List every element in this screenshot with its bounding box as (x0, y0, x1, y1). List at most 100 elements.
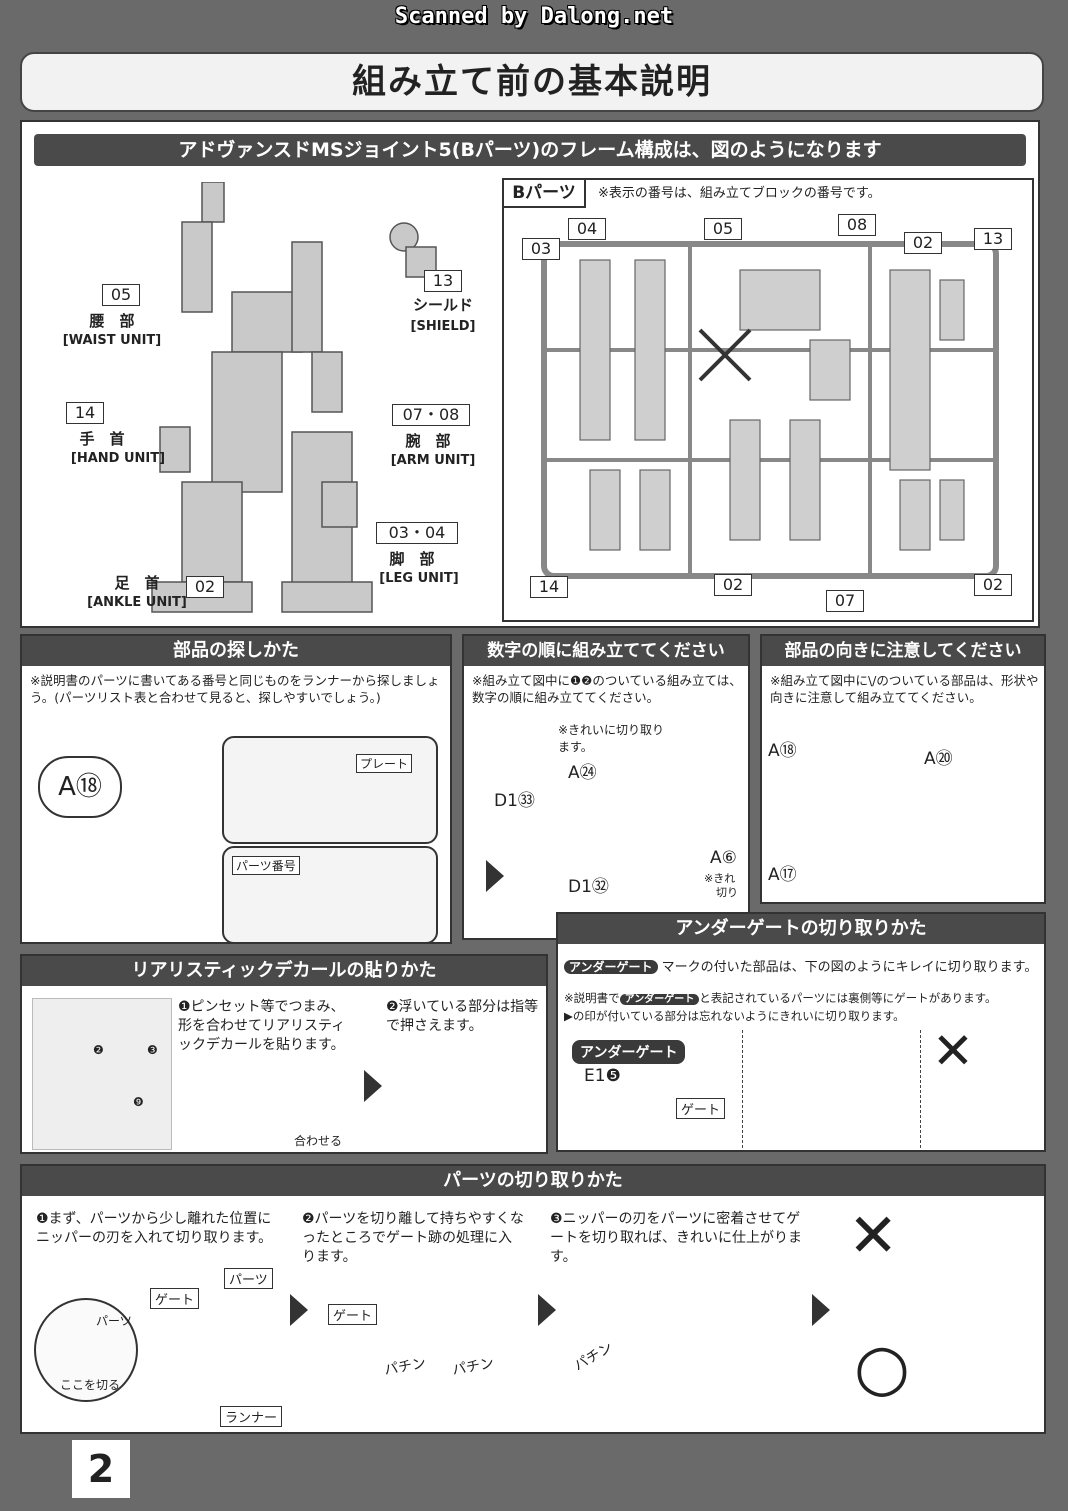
order-a24: A㉔ (568, 763, 597, 783)
undergate-line1: マークの付いた部品は、下の図のようにキレイに切り取ります。 (661, 960, 1038, 975)
arm-jp: 腕 部 (405, 432, 451, 450)
decal-step2: ❷浮いている部分は指等で押さえます。 (386, 999, 539, 1034)
undergate-line: アンダーゲート マークの付いた部品は、下の図のようにキレイに切り取ります。 (564, 956, 1042, 975)
orient-header: 部品の向きに注意してください (762, 636, 1044, 666)
undergate-x: ✕ (932, 1022, 974, 1080)
shield-jp: シールド (412, 296, 473, 314)
frame-header: アドヴァンスドMSジョイント5(Bパーツ)のフレーム構成は、図のようになります (34, 134, 1026, 166)
order-header: 数字の順に組み立ててください (464, 636, 748, 666)
runner-num-02-a: 02 (904, 232, 942, 254)
cut-snap-3: パチン (571, 1339, 616, 1375)
cut-arrow-2 (538, 1294, 556, 1326)
order-arrow (486, 860, 504, 892)
decal-num-2: ❷ (93, 1043, 104, 1057)
ankle-en: [ANKLE UNIT] (87, 595, 187, 610)
cut-parts-vertical: パーツ (96, 1314, 132, 1328)
partnum-label: パーツ番号 (232, 856, 300, 875)
cut-runner-label: ランナー (220, 1406, 283, 1427)
order-d1-32: D1㉜ (568, 877, 609, 897)
orient-a20: A⑳ (924, 749, 953, 769)
decal-align: 合わせる (294, 1134, 343, 1148)
cut-step3: ❸ニッパーの刃をパーツに密着させてゲートを切り取れば、きれいに仕上がります。 (550, 1211, 802, 1265)
find-header: 部品の探しかた (22, 636, 450, 666)
undergate-divider-1 (742, 1030, 744, 1148)
cut-step1: ❶まず、パーツから少し離れた位置にニッパーの刃を入れて切り取ります。 (36, 1211, 273, 1246)
frame-panel: アドヴァンスドMSジョイント5(Bパーツ)のフレーム構成は、図のようになります … (20, 120, 1040, 628)
undergate-note: ※説明書でアンダーゲートと表記されているパーツには裏側等にゲートがあります。 ▶… (564, 990, 1042, 1024)
page-title: 組み立て前の基本説明 (352, 62, 712, 102)
runner-sprue (541, 241, 999, 579)
runner-num-08: 08 (838, 214, 876, 236)
plate-label: プレート (356, 754, 413, 773)
order-panel: 数字の順に組み立ててください ※組み立て図中に❶❷のついている組み立ては、数字の… (462, 634, 750, 940)
shield-en: [SHIELD] (410, 319, 476, 334)
order-cut-note2: 切り (716, 886, 738, 899)
arm-en: [ARM UNIT] (390, 453, 476, 468)
cut-arrow-1 (290, 1294, 308, 1326)
cut-header: パーツの切り取りかた (22, 1166, 1044, 1196)
cut-step2: ❷パーツを切り離して持ちやすくなったところでゲート跡の処理に入ります。 (302, 1211, 524, 1265)
runner-num-05: 05 (704, 218, 742, 240)
orient-a18: A⑱ (768, 741, 797, 761)
hand-en: [HAND UNIT] (70, 451, 166, 466)
undergate-gate: ゲート (676, 1098, 726, 1119)
decal-step1: ❶ピンセット等でつまみ、形を合わせてリアリスティックデカールを貼ります。 (178, 999, 346, 1053)
runner-box: Bパーツ ※表示の番号は、組み立てブロックの番号です。 03 04 05 08 … (502, 178, 1034, 622)
hand-jp: 手 首 (79, 430, 125, 448)
title-banner: 組み立て前の基本説明 (20, 52, 1044, 112)
frame-figure (151, 182, 373, 613)
cut-ng-mark: ✕ (848, 1201, 899, 1271)
decal-panel: リアリスティックデカールの貼りかた ❷ ❸ ❾ ❶ピンセット等でつまみ、形を合わ… (20, 954, 548, 1154)
runner-num-04: 04 (568, 218, 606, 240)
ankle-jp: 足 首 (114, 574, 160, 592)
leg-num: 03・04 (376, 522, 458, 544)
order-clean-note: ※きれいに切り取ります。 (558, 723, 665, 754)
find-plate-box: プレート (222, 736, 438, 844)
order-note: ※組み立て図中に❶❷のついている組み立ては、数字の順に組み立ててください。 (472, 673, 742, 705)
runner-note: ※表示の番号は、組み立てブロックの番号です。 (598, 186, 881, 201)
runner-num-02-c: 02 (974, 574, 1012, 596)
undergate-note-a: ※説明書で (564, 991, 620, 1005)
cut-gate-label-2: ゲート (328, 1304, 378, 1325)
runner-num-03: 03 (522, 238, 560, 260)
undergate-header: アンダーゲートの切り取りかた (558, 914, 1044, 944)
find-partnum-box: パーツ番号 (222, 846, 438, 944)
cut-parts-label: パーツ (224, 1268, 273, 1289)
find-note: ※説明書のパーツに書いてある番号と同じものをランナーから探しましょう。(パーツリ… (30, 673, 440, 705)
undergate-note-c: ▶の印が付いている部分は忘れないようにきれいに切り取ります。 (564, 1009, 905, 1023)
decal-header: リアリスティックデカールの貼りかた (22, 956, 546, 986)
undergate-tag: アンダーゲート (564, 960, 658, 974)
orient-a17: A⑰ (768, 865, 797, 885)
undergate-part: E1❺ (584, 1066, 621, 1086)
decal-arrow (364, 1070, 382, 1102)
waist-en: [WAIST UNIT] (62, 333, 162, 348)
cut-panel: パーツの切り取りかた ❶まず、パーツから少し離れた位置にニッパーの刃を入れて切り… (20, 1164, 1046, 1434)
decal-num-3: ❸ (147, 1043, 158, 1057)
scan-credit: Scanned by Dalong.net (394, 4, 674, 29)
undergate-note-b: と表記されているパーツには裏側等にゲートがあります。 (699, 991, 997, 1005)
find-panel: 部品の探しかた ※説明書のパーツに書いてある番号と同じものをランナーから探しまし… (20, 634, 452, 944)
waist-num: 05 (102, 284, 140, 306)
undergate-tag-2: アンダーゲート (572, 1040, 686, 1064)
orient-note: ※組み立て図中に\/のついている部品は、形状や向きに注意して組み立ててください。 (770, 673, 1039, 705)
runner-num-02-b: 02 (714, 574, 752, 596)
hand-num: 14 (66, 402, 104, 424)
cut-arrow-3 (812, 1294, 830, 1326)
leg-jp: 脚 部 (389, 550, 435, 568)
cut-here: ここを切る (60, 1378, 121, 1392)
order-d1-33: D1㉝ (494, 791, 535, 811)
cut-snap-1: パチン (383, 1355, 428, 1379)
cut-snap-2: パチン (451, 1355, 496, 1379)
undergate-panel: アンダーゲートの切り取りかた アンダーゲート マークの付いた部品は、下の図のよう… (556, 912, 1046, 1152)
find-callout: A⑱ (38, 756, 122, 818)
arm-num: 07・08 (392, 404, 470, 426)
cut-gate-label: ゲート (150, 1288, 200, 1309)
page-number: 2 (72, 1440, 130, 1498)
leg-en: [LEG UNIT] (379, 571, 459, 586)
waist-jp: 腰 部 (89, 312, 135, 330)
ankle-num: 02 (186, 576, 224, 598)
runner-title: Bパーツ (504, 180, 586, 208)
cut-ok-mark: ○ (854, 1331, 910, 1405)
orient-panel: 部品の向きに注意してください ※組み立て図中に\/のついている部品は、形状や向き… (760, 634, 1046, 904)
shield-num: 13 (424, 270, 462, 292)
